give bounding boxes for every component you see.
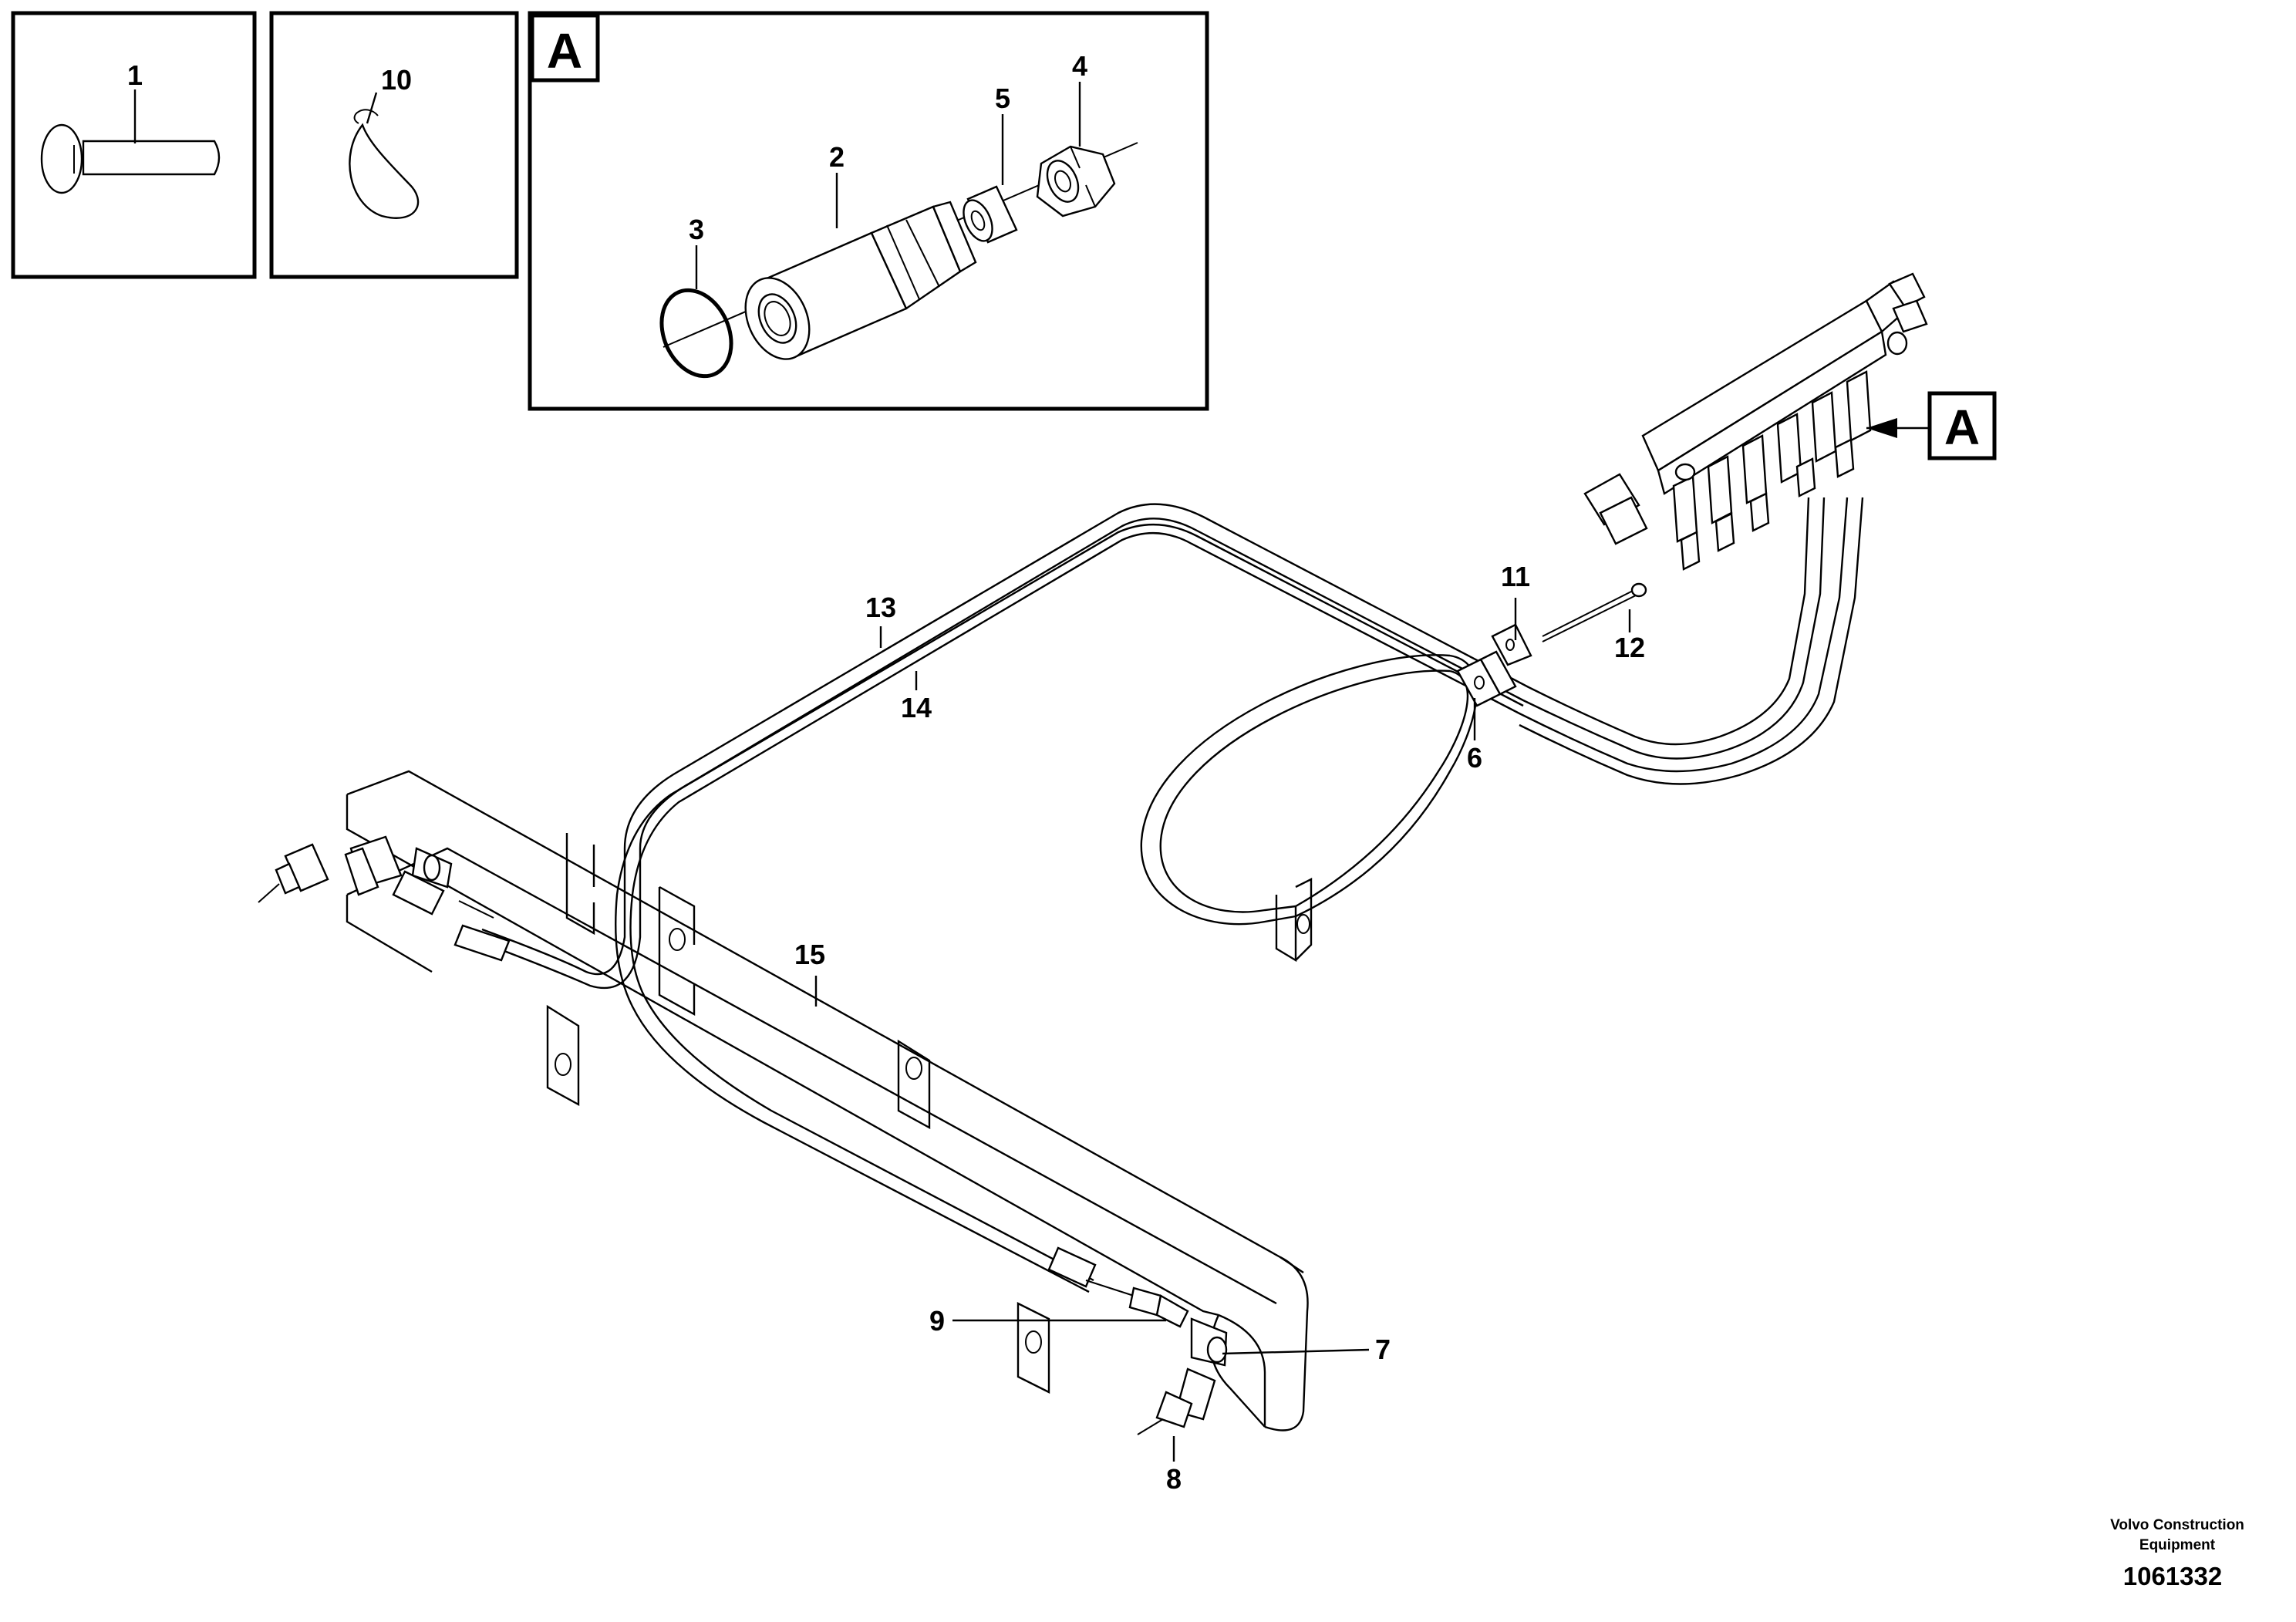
part-label-1: 1 — [127, 59, 143, 91]
company-name-line-2: Equipment — [2139, 1537, 2216, 1553]
frame-member-drawing — [346, 770, 1309, 1431]
bottom-fittings-drawing — [1047, 1246, 1228, 1435]
clamp-block-drawing — [1456, 582, 1647, 707]
main-assembly: A 11 12 6 13 14 15 9 7 8 — [258, 272, 1997, 1495]
left-fittings-drawing — [258, 835, 511, 962]
part-label-8: 8 — [1166, 1463, 1182, 1495]
cable-tie-drawing — [349, 92, 420, 219]
pin-drawing — [40, 123, 221, 194]
union-body-drawing — [744, 201, 977, 360]
o-ring-drawing — [659, 288, 733, 379]
part-label-5: 5 — [995, 83, 1010, 114]
part-label-11: 11 — [1501, 561, 1530, 592]
sleeve-drawing — [963, 185, 1018, 244]
part-label-10: 10 — [381, 64, 412, 96]
detail-box-part-10: 10 — [269, 11, 519, 279]
hoop-clamp-drawing — [1140, 654, 1478, 963]
callout-letter: A — [1944, 400, 1980, 455]
detail-box-section-a: A — [528, 11, 1209, 411]
nut-drawing — [1036, 145, 1116, 218]
detail-box-part-1: 1 — [11, 11, 257, 279]
hose-14-drawing — [615, 497, 1864, 1293]
part-label-9: 9 — [929, 1305, 945, 1337]
callout-letter-box — [1927, 391, 1997, 460]
section-letter: A — [547, 23, 582, 79]
part-label-2: 2 — [829, 141, 845, 173]
part-label-3: 3 — [689, 214, 704, 245]
hose-13-drawing — [481, 497, 1826, 990]
part-label-13: 13 — [865, 592, 896, 623]
part-label-12: 12 — [1614, 632, 1645, 663]
footer: Volvo Construction Equipment 1061332 — [2110, 1517, 2244, 1590]
section-letter-box — [530, 13, 600, 83]
document-number: 1061332 — [2123, 1562, 2222, 1590]
company-name-line-1: Volvo Construction — [2110, 1517, 2244, 1533]
part-label-6: 6 — [1467, 742, 1482, 774]
part-label-14: 14 — [901, 692, 932, 723]
part-label-15: 15 — [794, 939, 825, 970]
distributor-block-drawing — [1583, 272, 1928, 571]
callout-a: A — [1866, 391, 1997, 460]
part-label-7: 7 — [1375, 1334, 1391, 1365]
part-label-4: 4 — [1072, 50, 1087, 82]
